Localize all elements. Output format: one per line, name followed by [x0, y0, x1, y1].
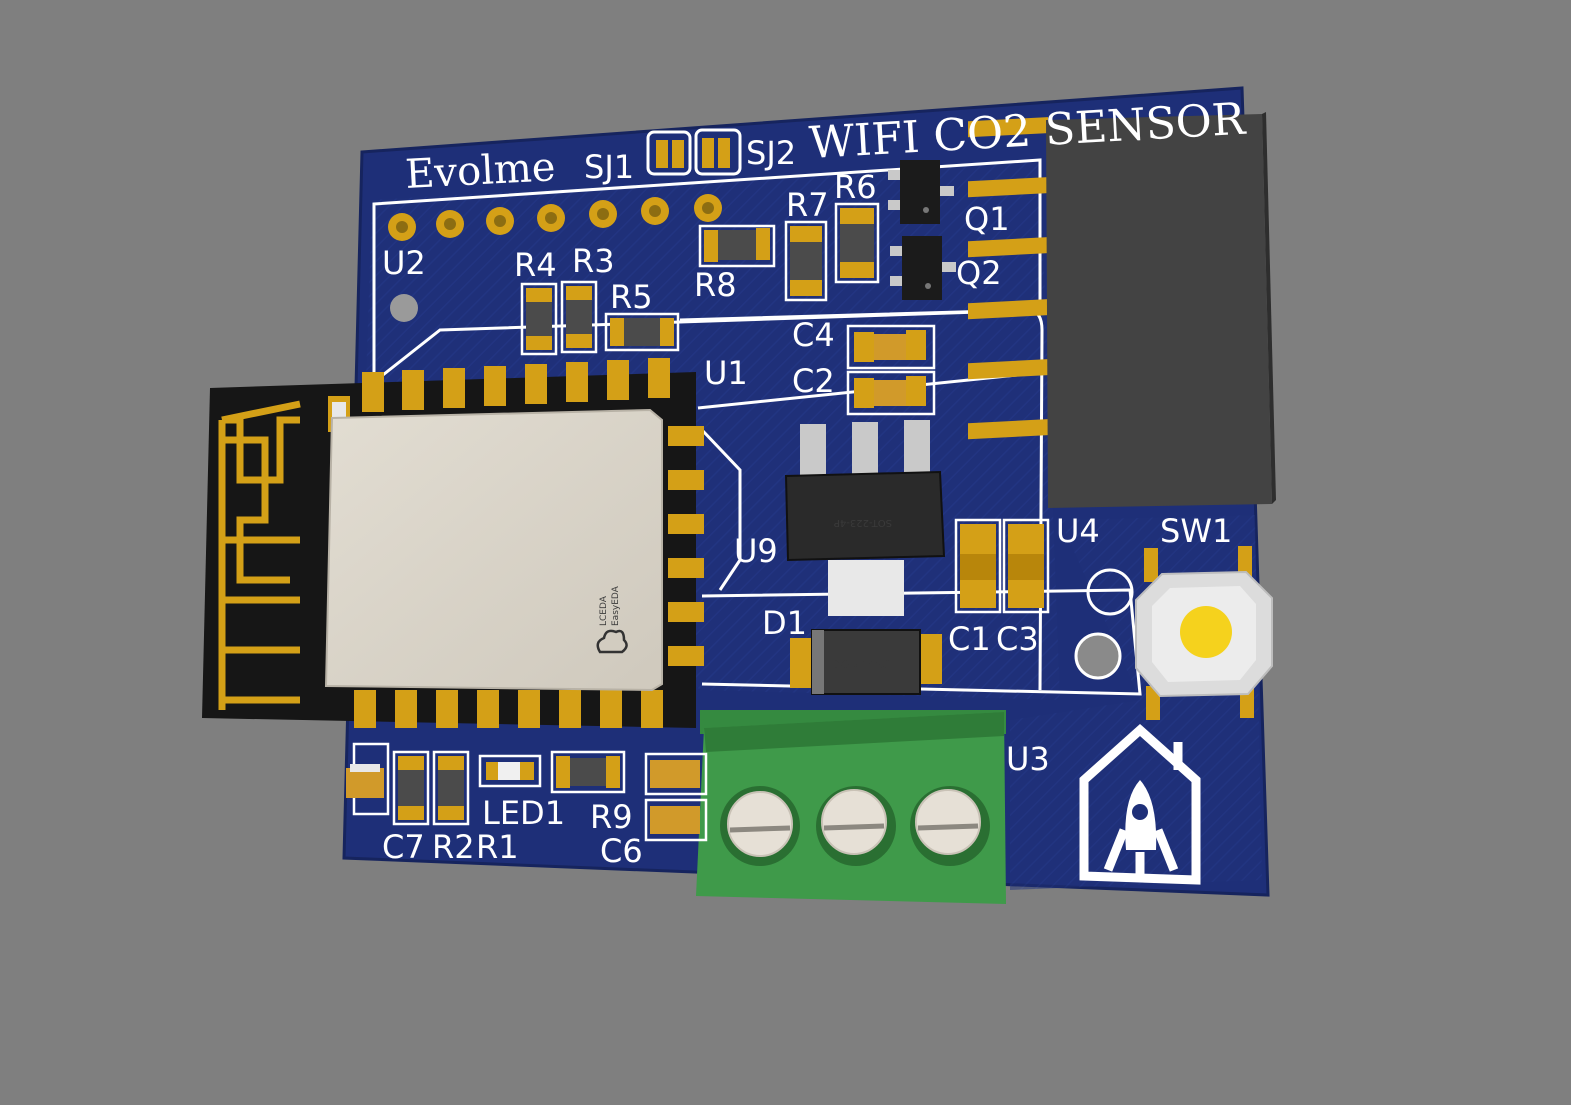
- module-logo-line2: EasyEDA: [611, 585, 621, 626]
- label-u9: U9: [734, 532, 778, 570]
- diode-d1: DO-214AC: [790, 629, 942, 695]
- terminal-block-u3: [696, 710, 1006, 904]
- regulator-u9: SOT-223-4P: [784, 420, 946, 616]
- house-rocket-logo-icon: [1079, 723, 1201, 885]
- label-r9: R9: [590, 798, 633, 836]
- led-led1: [478, 754, 542, 788]
- regulator-package-mark: SOT-223-4P: [834, 517, 892, 528]
- label-r7: R7: [786, 186, 829, 224]
- label-r6: R6: [834, 168, 877, 206]
- label-sw1: SW1: [1160, 512, 1232, 550]
- diode-package-mark: DO-214AC: [832, 658, 890, 671]
- tactile-switch-sw1[interactable]: [1135, 546, 1273, 720]
- capacitor-c4: [846, 324, 936, 370]
- resistor-r5: [604, 312, 680, 352]
- label-c1: C1: [948, 620, 991, 658]
- solder-jumper-sj2: [694, 128, 742, 176]
- label-c6: C6: [600, 832, 643, 870]
- label-sj2: SJ2: [746, 134, 796, 172]
- resistor-r6: [834, 202, 880, 284]
- resistor-r4: [520, 282, 558, 356]
- label-u2: U2: [382, 244, 426, 282]
- resistor-r2: [392, 750, 430, 826]
- label-c4: C4: [792, 316, 835, 354]
- label-r2: R2: [432, 828, 475, 866]
- resistor-r3: [560, 280, 598, 354]
- capacitor-c1: [954, 518, 1002, 614]
- label-r3: R3: [572, 242, 615, 280]
- capacitor-c6: [644, 798, 708, 842]
- label-r4: R4: [514, 246, 557, 284]
- silk-trace-2: [700, 428, 742, 591]
- label-r5: R5: [610, 278, 653, 316]
- label-c3: C3: [996, 620, 1039, 658]
- transistor-q2: [890, 236, 956, 300]
- cloud-logo-icon: [596, 629, 628, 654]
- capacitor-c7: [346, 742, 390, 816]
- label-sj1: SJ1: [584, 148, 634, 186]
- label-led1: LED1: [482, 794, 565, 832]
- mounting-hole-top: [1086, 568, 1134, 616]
- label-q2: Q2: [956, 254, 1002, 292]
- label-r1: R1: [476, 828, 519, 866]
- resistor-r7: [784, 220, 828, 302]
- resistor-r1: [432, 750, 470, 826]
- resistor-r8: [698, 224, 776, 268]
- resistor-r9: [550, 750, 626, 794]
- transistor-q1: [888, 160, 954, 224]
- label-u4: U4: [1056, 512, 1100, 550]
- u2-header-holes: [388, 194, 722, 322]
- capacitor-c5: [644, 752, 708, 796]
- sensor-header-u4: [968, 112, 1276, 508]
- brand-label: Evolme: [404, 144, 556, 198]
- switch-button[interactable]: [1180, 606, 1232, 658]
- label-r8: R8: [694, 266, 737, 304]
- module-logo-line1: LCEDA: [599, 595, 609, 626]
- solder-jumper-sj1: [646, 130, 692, 176]
- label-q1: Q1: [964, 200, 1010, 238]
- wifi-module-u1: LCEDA EasyEDA: [202, 358, 704, 728]
- label-c2: C2: [792, 362, 835, 400]
- label-d1: D1: [762, 604, 807, 642]
- label-u3: U3: [1006, 740, 1050, 778]
- capacitor-c3: [1002, 518, 1050, 614]
- mounting-hole-bottom: [1074, 632, 1122, 680]
- capacitor-c2: [846, 370, 936, 416]
- label-u1: U1: [704, 354, 748, 392]
- label-c7: C7: [382, 828, 425, 866]
